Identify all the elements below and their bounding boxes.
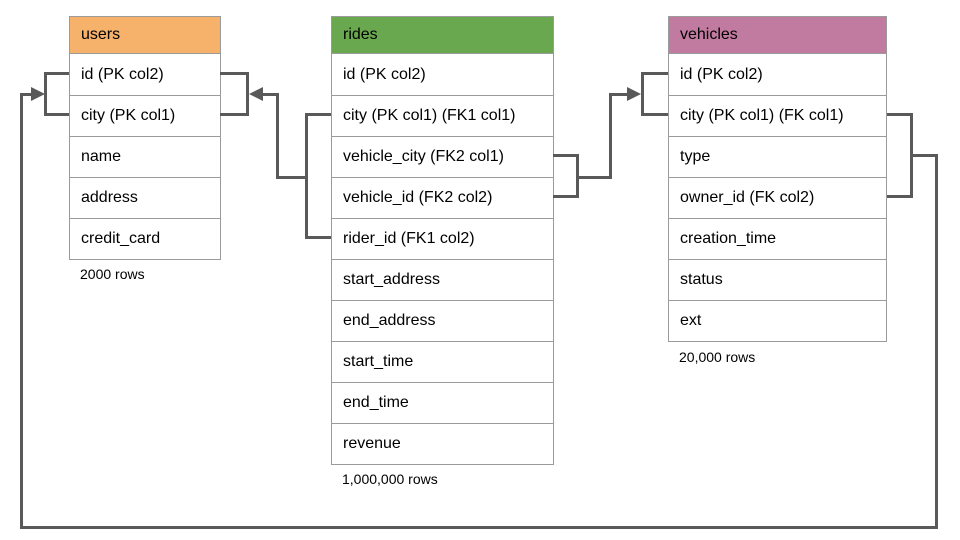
table-rides: rides id (PK col2) city (PK col1) (FK1 c… <box>331 16 554 465</box>
table-users: users id (PK col2) city (PK col1) name a… <box>69 16 221 260</box>
table-row: id (PK col2) <box>669 54 886 95</box>
connector-segment <box>20 93 23 529</box>
table-row: city (PK col1) (FK col1) <box>669 95 886 136</box>
connector-segment <box>44 72 69 75</box>
table-row: city (PK col1) <box>70 95 220 136</box>
table-row: end_address <box>332 300 553 341</box>
table-row: owner_id (FK col2) <box>669 177 886 218</box>
table-row: address <box>70 177 220 218</box>
table-row: start_address <box>332 259 553 300</box>
rides-row-count: 1,000,000 rows <box>342 471 438 487</box>
connector-segment <box>641 113 668 116</box>
table-row: end_time <box>332 382 553 423</box>
connector-segment <box>44 72 47 116</box>
table-rides-header: rides <box>332 17 553 54</box>
connector-segment <box>576 176 612 179</box>
table-row: id (PK col2) <box>332 54 553 95</box>
table-row: ext <box>669 300 886 341</box>
connector-segment <box>305 113 308 239</box>
table-row: start_time <box>332 341 553 382</box>
table-row: city (PK col1) (FK1 col1) <box>332 95 553 136</box>
connector-segment <box>305 236 331 239</box>
connector-segment <box>220 113 249 116</box>
connector-segment <box>261 93 278 96</box>
arrowhead-rides-to-users <box>249 87 263 101</box>
table-users-header: users <box>70 17 220 54</box>
table-row: revenue <box>332 423 553 464</box>
connector-segment <box>641 72 668 75</box>
table-row: id (PK col2) <box>70 54 220 95</box>
connector-segment <box>910 154 938 157</box>
vehicles-row-count: 20,000 rows <box>679 349 756 365</box>
connector-segment <box>276 93 279 179</box>
table-vehicles: vehicles id (PK col2) city (PK col1) (FK… <box>668 16 887 342</box>
table-row: type <box>669 136 886 177</box>
connector-segment <box>20 93 33 96</box>
connector-segment <box>609 93 612 179</box>
connector-segment <box>553 154 579 157</box>
connector-segment <box>935 154 938 529</box>
connector-segment <box>220 72 249 75</box>
table-row: name <box>70 136 220 177</box>
connector-segment <box>641 72 644 116</box>
connector-segment <box>276 176 308 179</box>
table-row: creation_time <box>669 218 886 259</box>
table-row: status <box>669 259 886 300</box>
table-vehicles-header: vehicles <box>669 17 886 54</box>
table-row: rider_id (FK1 col2) <box>332 218 553 259</box>
connector-segment <box>887 195 913 198</box>
connector-segment <box>305 113 331 116</box>
arrowhead-rides-to-vehicles <box>627 87 641 101</box>
connector-segment <box>609 93 629 96</box>
connector-segment <box>887 113 913 116</box>
table-row: vehicle_city (FK2 col1) <box>332 136 553 177</box>
connector-segment <box>553 195 579 198</box>
arrowhead-vehicles-to-users <box>31 87 45 101</box>
table-row: vehicle_id (FK2 col2) <box>332 177 553 218</box>
users-row-count: 2000 rows <box>80 266 145 282</box>
table-row: credit_card <box>70 218 220 259</box>
connector-segment <box>246 72 249 116</box>
connector-segment <box>44 113 69 116</box>
connector-segment <box>20 526 938 529</box>
